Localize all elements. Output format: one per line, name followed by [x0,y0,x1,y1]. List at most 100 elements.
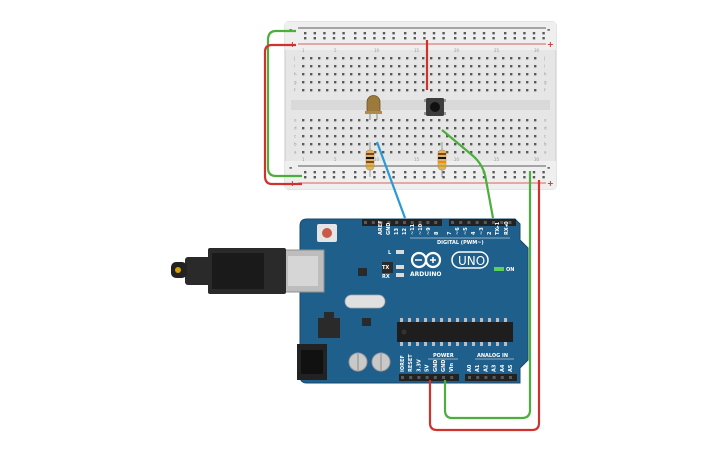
pin-socket[interactable] [371,221,375,224]
aref-pin-label: AREF [378,220,384,235]
analog-header[interactable] [465,374,517,381]
uno-badge [451,251,489,269]
crystal-oscillator [344,294,386,309]
pin-socket[interactable] [500,376,504,379]
pin-socket[interactable] [410,221,414,224]
row-letter: h [544,72,547,77]
wire-green-left-rail[interactable] [266,29,302,178]
column-number: 30 [534,48,540,53]
pin-socket[interactable] [476,376,480,379]
pin-socket[interactable] [451,221,454,224]
pin-socket[interactable] [387,221,391,224]
led[interactable] [365,95,382,120]
arduino-uno-board[interactable]: L TX RX ARDUINO UNO ON DIGITAL (PWM~) 13… [171,218,529,384]
wire-red-left-rail[interactable] [263,43,302,186]
led-l-indicator [396,250,404,254]
digital-pin-label: 2 [487,231,493,235]
pin-socket[interactable] [364,221,367,224]
wire-green-button-pin[interactable] [441,129,495,219]
pin-socket[interactable] [484,376,488,379]
small-chip [358,268,367,276]
pin-socket[interactable] [409,376,413,379]
arduino-infinity-logo-icon [410,251,442,269]
digital-pin-label: ~6 [455,227,461,235]
power-on-led [494,267,504,271]
pin-socket[interactable] [433,376,437,379]
pin-socket[interactable] [417,376,421,379]
digital-pin-label: 7 [447,231,453,235]
pin-socket[interactable] [500,221,504,224]
bottom-right-minus-sign: - [547,163,550,172]
usb-cable [171,248,286,294]
resistor-button[interactable] [437,142,447,177]
column-number: 20 [454,48,460,53]
power-pin-label: GND [441,360,447,372]
pin-socket[interactable] [483,221,487,224]
pin-socket[interactable] [395,221,399,224]
resistor-led[interactable] [365,142,375,177]
pin-socket[interactable] [492,376,496,379]
rx-label: RX [382,274,390,280]
pin-socket[interactable] [425,376,429,379]
pin-socket[interactable] [418,221,422,224]
analog-pin-label: A3 [492,364,498,372]
column-number: 5 [334,48,337,53]
row-letter: i [544,64,545,69]
row-letter: d [544,126,547,131]
row-letter: c [544,134,546,139]
pin-socket[interactable] [379,221,383,224]
breadboard-holes [302,32,545,179]
row-letter: e [294,118,297,123]
digital-pin-label: 12 [402,228,408,235]
row-letter: a [544,150,547,155]
column-number: 5 [334,157,337,162]
digital-pin-label: ~9 [426,227,432,235]
pin-socket[interactable] [508,221,512,224]
top-right-plus-sign: + [547,40,554,49]
pin-socket[interactable] [434,221,438,224]
digital-header-label: DIGITAL (PWM~) [437,240,484,246]
pin-socket[interactable] [442,376,445,379]
reset-button[interactable] [317,224,337,242]
row-letter: g [544,80,547,85]
row-letter: f [544,88,546,93]
pin-socket[interactable] [426,221,430,224]
pin-socket[interactable] [467,221,471,224]
wire-blue-led-pin[interactable] [375,141,407,219]
pushbutton[interactable] [424,98,446,116]
pin-socket[interactable] [492,221,495,224]
pin-socket[interactable] [450,376,454,379]
arduino-brand-text: ARDUINO [410,271,441,278]
row-letter: c [294,134,296,139]
digital-pin-sockets [364,221,512,224]
column-number: 30 [534,157,540,162]
wire-green-gnd[interactable] [443,171,532,420]
column-number: 1 [302,157,305,162]
pin-socket[interactable] [459,221,463,224]
bottom-right-plus-sign: + [547,179,554,188]
digital-pin-label: ~5 [463,227,469,235]
usb-port[interactable] [283,249,325,293]
row-letter: b [544,142,547,147]
power-pin-label: GND [433,360,439,372]
pin-socket[interactable] [401,376,404,379]
pin-socket[interactable] [403,221,406,224]
bottom-left-minus-sign: - [289,163,292,172]
row-letter: i [294,64,295,69]
digital-header-left[interactable] [362,219,442,226]
digital-pin-label: ~3 [479,227,485,235]
power-jack[interactable] [297,344,327,380]
pin-socket[interactable] [509,376,512,379]
wire-red-5v[interactable] [428,180,541,432]
digital-pin-label: TX▸1 [495,221,501,235]
power-header[interactable] [399,374,459,381]
digital-header-right[interactable] [449,219,516,226]
atmega-microcontroller [397,318,513,346]
pin-socket[interactable] [475,221,479,224]
pin-socket[interactable] [468,376,471,379]
